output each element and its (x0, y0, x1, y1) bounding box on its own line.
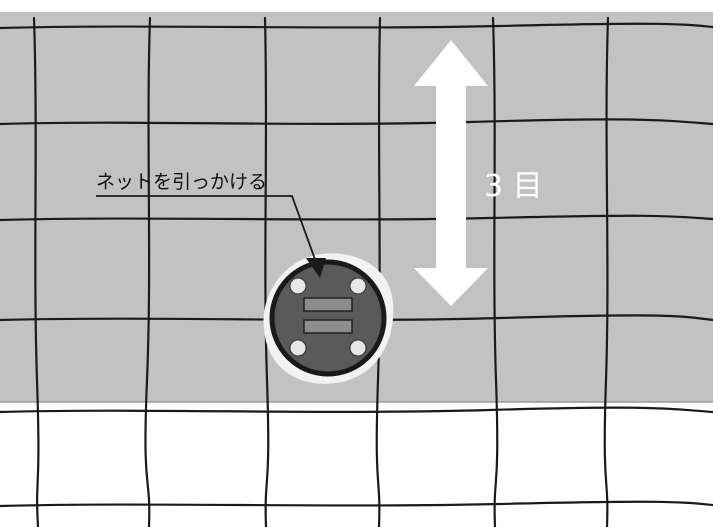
net-strand-h3 (0, 214, 713, 222)
net-strand-h5 (0, 406, 713, 414)
net-strand-h1 (0, 22, 713, 30)
mesh-count-label: 3 目 (484, 169, 543, 204)
net-strand-v1 (32, 16, 40, 527)
net-strand-v3 (263, 16, 270, 527)
net-strand-v5 (491, 16, 499, 527)
net-strand-v2 (144, 16, 152, 527)
net-strand-h4 (0, 314, 713, 322)
fixture-plate (269, 259, 387, 377)
screw-icon (289, 277, 307, 295)
callout-arrow-head-icon (306, 258, 326, 278)
screw-icon (349, 277, 367, 295)
net-strand-h2 (0, 118, 713, 126)
fixture-slot-upper (303, 297, 353, 312)
hook-fixture (263, 253, 394, 384)
net-strand-h6 (0, 500, 713, 508)
fixture-slot-lower (303, 319, 353, 334)
screw-icon (349, 339, 367, 357)
screw-icon (289, 339, 307, 357)
net-strand-v6 (603, 16, 610, 527)
callout-label: ネットを引っかける (96, 171, 267, 193)
callout-leader-line (96, 195, 317, 263)
double-arrow-vertical-icon (414, 40, 488, 306)
